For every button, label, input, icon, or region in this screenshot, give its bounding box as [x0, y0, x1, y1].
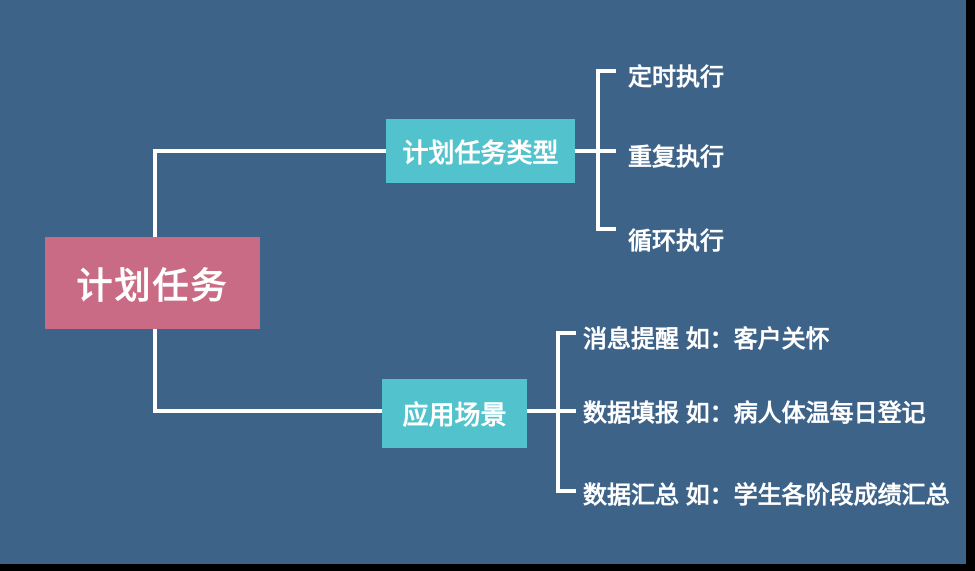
leaf-repeat-execution: 重复执行	[628, 144, 724, 171]
connector-stub-data-summary	[556, 489, 576, 493]
connector-stub-loop-execution	[596, 227, 616, 231]
connector-task-types-horizontal	[575, 149, 616, 153]
mindmap-canvas: 计划任务 计划任务类型 应用场景 定时执行 重复执行 循环执行 消息提醒 如：客…	[0, 0, 966, 564]
leaf-data-summary: 数据汇总 如：学生各阶段成绩汇总	[583, 482, 950, 509]
connector-trunk-to-use-cases	[153, 409, 384, 413]
connector-task-types-vertical	[596, 69, 600, 231]
root-node-scheduled-tasks: 计划任务	[45, 237, 260, 329]
leaf-message-reminder: 消息提醒 如：客户关怀	[583, 326, 830, 353]
connector-use-cases-horizontal	[527, 409, 576, 413]
branch-node-task-types: 计划任务类型	[386, 119, 575, 183]
leaf-timed-execution: 定时执行	[628, 64, 724, 91]
leaf-loop-execution: 循环执行	[628, 228, 724, 255]
connector-trunk-to-task-types	[153, 149, 386, 153]
connector-use-cases-vertical	[556, 331, 560, 493]
connector-stub-message-reminder	[556, 331, 576, 335]
branch-node-use-cases: 应用场景	[382, 379, 527, 448]
leaf-data-entry: 数据填报 如：病人体温每日登记	[583, 400, 926, 427]
connector-stub-timed-execution	[596, 69, 616, 73]
